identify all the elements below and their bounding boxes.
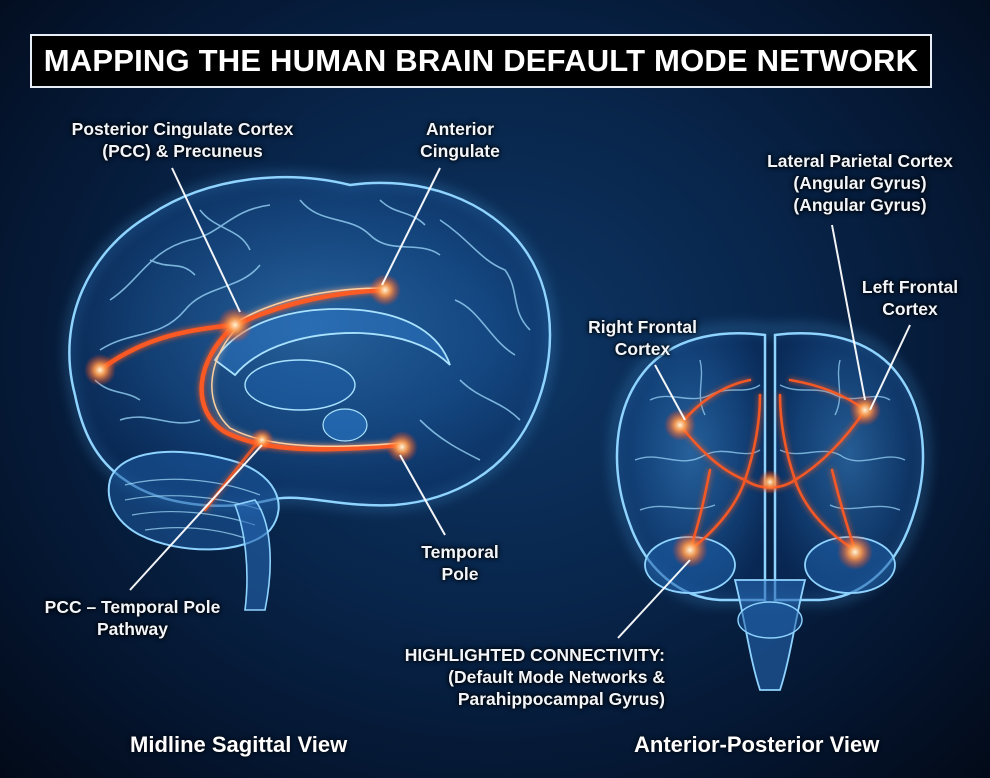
leader-left-frontal [869,324,911,411]
cerebellum [107,450,280,551]
label-anterior-cingulate: Anterior Cingulate [420,119,500,161]
label-pcc: Posterior Cingulate Cortex (PCC) & Precu… [71,119,294,161]
hotspot-anterior-cingulate [369,274,401,306]
caption-sagittal-view: Midline Sagittal View [130,732,348,757]
label-right-frontal: Right Frontal Cortex [588,317,697,359]
label-lateral-parietal: Lateral Parietal Cortex (Angular Gyrus) … [767,151,953,215]
brainstem [233,499,271,611]
hotspot-parahippocampal-right [672,532,708,568]
leader-lateral-parietal [831,224,866,401]
caption-anterior-view: Anterior-Posterior View [634,732,880,757]
hotspot-right-frontal [664,409,696,441]
sagittal-brain [64,172,555,611]
hotspot-posterior [84,354,116,386]
leader-temporal-pole [399,454,446,536]
page-title: MAPPING THE HUMAN BRAIN DEFAULT MODE NET… [43,43,919,78]
leader-pcc-pathway [129,444,263,591]
leader-lines [129,167,911,639]
leader-highlighted [617,559,691,639]
anterior-brain [609,323,931,691]
leader-anterior-cingulate [381,167,441,286]
hotspot-center [758,470,782,494]
label-left-frontal: Left Frontal Cortex [861,277,959,319]
label-temporal-pole: Temporal Pole [421,542,499,584]
title-banner: MAPPING THE HUMAN BRAIN DEFAULT MODE NET… [30,34,932,88]
leader-right-frontal [654,364,686,421]
label-pcc-pathway: PCC – Temporal Pole Pathway [44,597,221,639]
hotspot-temporal-pole [386,431,418,463]
hotspot-pcc [217,307,253,343]
hotspot-pathway [250,428,274,452]
hotspot-parahippocampal-left [837,534,873,570]
label-highlighted-connectivity: HIGHLIGHTED CONNECTIVITY: (Default Mode … [404,645,665,709]
leader-pcc [171,167,241,313]
